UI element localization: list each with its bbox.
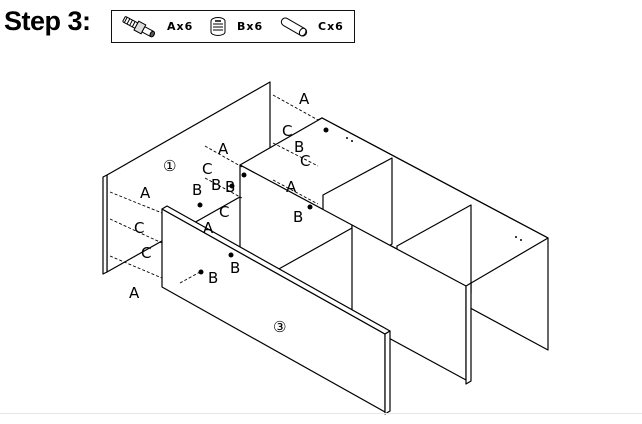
callout-c: C (282, 122, 292, 140)
parts-list-box: Ax6 Bx6 Cx6 (111, 10, 355, 43)
wooden-dowel-icon (280, 17, 308, 37)
cam-bolt-icon (122, 16, 156, 38)
part-a-label: Ax6 (167, 20, 194, 33)
callout-b: B (211, 176, 221, 194)
cam-lock-icon (210, 17, 226, 36)
callout-b: B (293, 208, 303, 226)
callout-a: A (140, 184, 151, 202)
callout-b: B (294, 138, 304, 156)
callout-b: B (225, 178, 235, 196)
callout-c: C (202, 160, 212, 178)
callout-b: B (192, 181, 202, 199)
part-c-label: Cx6 (318, 20, 344, 33)
callout-c: C (219, 203, 229, 221)
front-panel-number: ③ (273, 318, 286, 336)
step-title: Step 3: (4, 6, 91, 36)
callout-a: A (218, 140, 229, 158)
callout-a: A (129, 284, 140, 302)
callout-c: C (141, 244, 151, 262)
callout-b: B (230, 259, 240, 277)
callout-c: C (134, 219, 144, 237)
back-panel-number: ① (163, 157, 176, 175)
callout-a: A (203, 219, 214, 237)
part-b-label: Bx6 (237, 20, 264, 33)
callout-c: C (300, 152, 310, 170)
callout-a: A (299, 90, 310, 108)
callout-a: A (286, 178, 297, 196)
bottom-divider (0, 413, 642, 414)
callout-b: B (208, 269, 218, 287)
